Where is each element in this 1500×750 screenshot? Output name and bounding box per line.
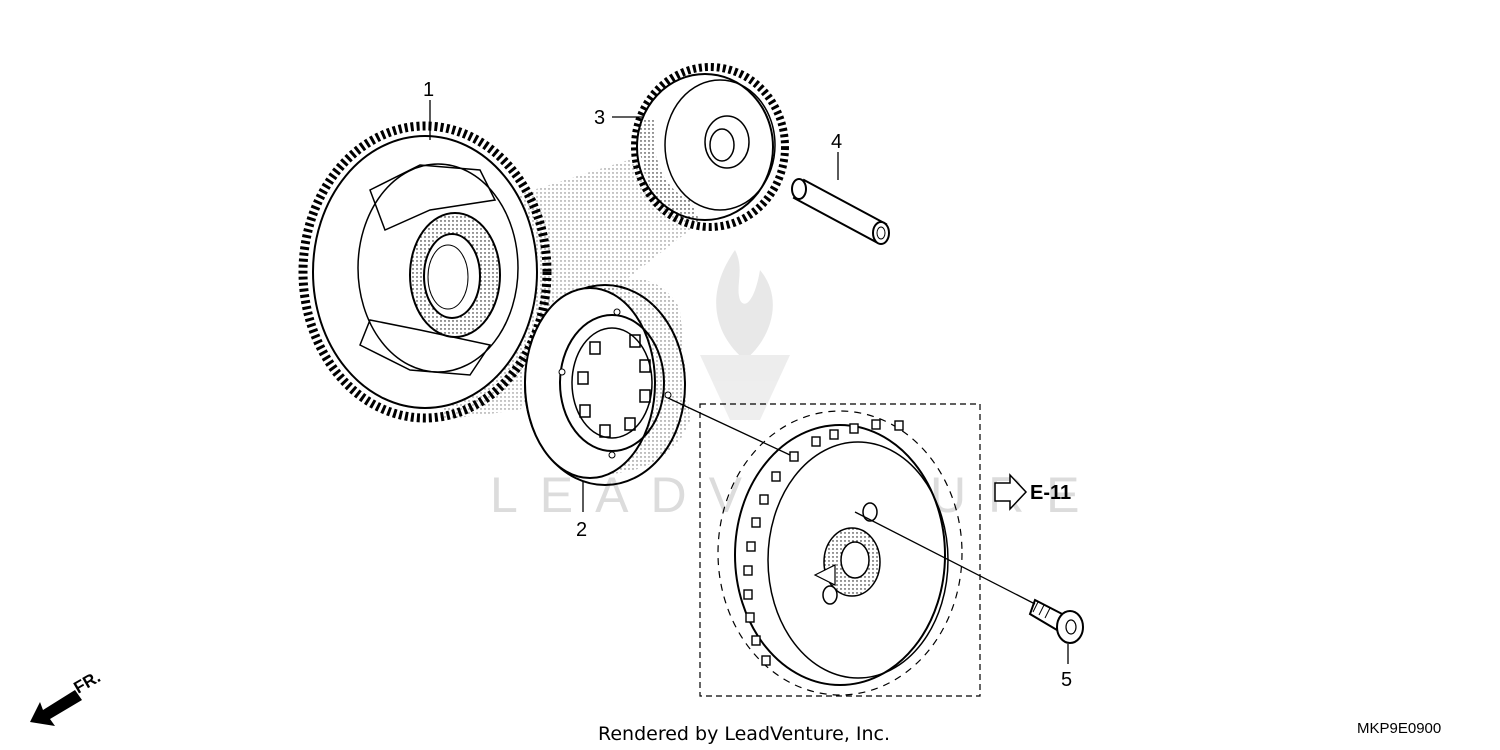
callout-2: 2: [576, 519, 587, 541]
gear-3-face: [664, 79, 776, 211]
clutch-inner-race: [571, 327, 653, 439]
part-5-bolt: [1028, 598, 1084, 644]
section-boundary-box: [699, 403, 981, 697]
clutch-bolt-hole-1: [613, 308, 621, 316]
gear-3-teeth: [631, 63, 789, 231]
axis-line-bolt: [854, 511, 1036, 605]
front-arrow-icon: [30, 690, 82, 726]
watermark-logo: [700, 250, 790, 420]
part-1-primary-gear: [298, 121, 552, 423]
pin-bore: [876, 226, 886, 240]
callout-5: 5: [1061, 669, 1072, 691]
pin-end-far: [791, 178, 807, 200]
clutch-sprags: [577, 334, 651, 438]
callout-3: 3: [594, 107, 605, 129]
section-ref-label: E-11: [1030, 482, 1071, 504]
rotor-hole-upper: [862, 502, 878, 522]
gear-1-teeth: [298, 121, 552, 423]
callout-4: 4: [831, 131, 842, 153]
section-ref-arrow: E-11: [994, 473, 1071, 511]
clutch-bolt-hole-2: [664, 391, 672, 399]
credit-text: Rendered by LeadVenture, Inc.: [598, 723, 890, 745]
clutch-cage: [559, 314, 665, 452]
drawing-code: MKP9E0900: [1357, 720, 1441, 737]
rotor-dashed-edge: [717, 410, 963, 696]
part-2-starter-clutch: [524, 278, 690, 486]
bolt-hex-socket: [1065, 619, 1077, 635]
front-direction-indicator: FR.: [30, 667, 104, 726]
part-3-idle-gear: [631, 63, 789, 231]
leader-lines: [429, 100, 1069, 664]
part-4-pin: [791, 178, 890, 245]
gear-1-window-upper: [369, 164, 497, 232]
rotor-key: [813, 564, 836, 586]
pin-end-near: [872, 221, 890, 245]
rotor-reluctors: [743, 419, 904, 666]
flywheel-rotor: [699, 403, 981, 697]
axis-line-clutch: [667, 397, 791, 456]
clutch-bolt-hole-3: [608, 451, 616, 459]
gear-3-face-shade: [639, 120, 700, 222]
hollow-arrow-icon: [994, 473, 1028, 511]
clutch-bolt-hole-4: [558, 368, 566, 376]
callout-1: 1: [423, 79, 434, 101]
gear-1-bore-edge: [427, 244, 469, 310]
bolt-threads: [1032, 601, 1051, 619]
rotor-hole-lower: [822, 585, 838, 605]
bolt-head: [1056, 610, 1084, 644]
gear-3-hub: [704, 115, 750, 169]
gear-3-bore: [709, 128, 735, 162]
rotor-bore: [840, 541, 870, 579]
gear-1-hub-bore: [423, 233, 481, 319]
gear-1-window-lower: [359, 319, 492, 376]
